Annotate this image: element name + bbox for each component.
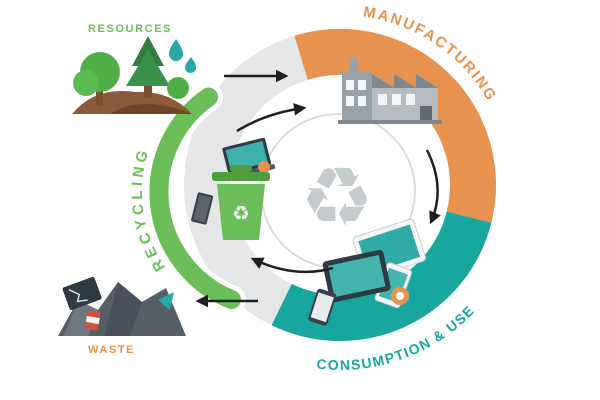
water-drop-small (185, 57, 196, 73)
water-drop-large (169, 39, 183, 61)
factory-base (338, 120, 442, 124)
factory-door (420, 106, 432, 122)
pine-trunk (144, 84, 152, 98)
factory-window (392, 94, 401, 105)
factory-window (358, 96, 366, 106)
electronics-icon (308, 218, 426, 326)
flow-arrow-inner-top (236, 103, 307, 133)
recycling-arc (149, 87, 241, 310)
factory-roof-tooth (394, 74, 416, 88)
factory-window (346, 80, 354, 90)
flow-arrow-inner-bottom (250, 257, 334, 274)
waste-mound-facet-dark (104, 282, 142, 336)
broken-screen-icon (62, 276, 102, 310)
tin-can-icon (85, 310, 101, 331)
factory-chimney (349, 58, 358, 78)
factory-window (346, 96, 354, 106)
bin-body (217, 184, 265, 240)
factory-roof-tooth (372, 74, 394, 88)
factory-roof-tooth (416, 74, 438, 88)
bin-recycle-glyph: ♻ (232, 203, 250, 225)
flow-arrow-inner-right (425, 149, 441, 225)
water-drops-icon (169, 39, 196, 73)
bin-lid (212, 172, 270, 181)
tablet-leaning-icon (191, 192, 214, 225)
tree-crown-small (73, 70, 99, 96)
can-label (85, 315, 100, 325)
factory-window (358, 80, 366, 90)
tablet-screen (327, 255, 386, 298)
bush (167, 77, 189, 99)
pine-bottom (126, 50, 170, 86)
tablet-dark-icon (322, 249, 391, 303)
resources-label: RESOURCES (88, 23, 172, 35)
waste-label: WASTE (88, 344, 135, 356)
bin-handle (230, 165, 252, 172)
factory-window (378, 94, 387, 105)
flow-arrows (195, 69, 441, 308)
teal-shard (158, 292, 174, 310)
screen-crack (68, 289, 88, 303)
mug-icon (258, 161, 270, 173)
factory-window (406, 94, 415, 105)
waste-pile-icon (58, 276, 186, 336)
factory-icon (338, 58, 442, 124)
broken-screen-frame (62, 276, 102, 310)
soil-mound-shade (110, 104, 192, 114)
recycle-symbol-icon: ♻ (300, 153, 374, 244)
tablet-screen (193, 194, 212, 223)
trees-icon (72, 36, 192, 114)
laptop-screen (225, 140, 268, 172)
phone-screen (310, 292, 334, 323)
phone-dark-icon (308, 288, 337, 326)
watch-face (396, 292, 404, 300)
recycle-bin-icon: ♻ (191, 137, 276, 240)
